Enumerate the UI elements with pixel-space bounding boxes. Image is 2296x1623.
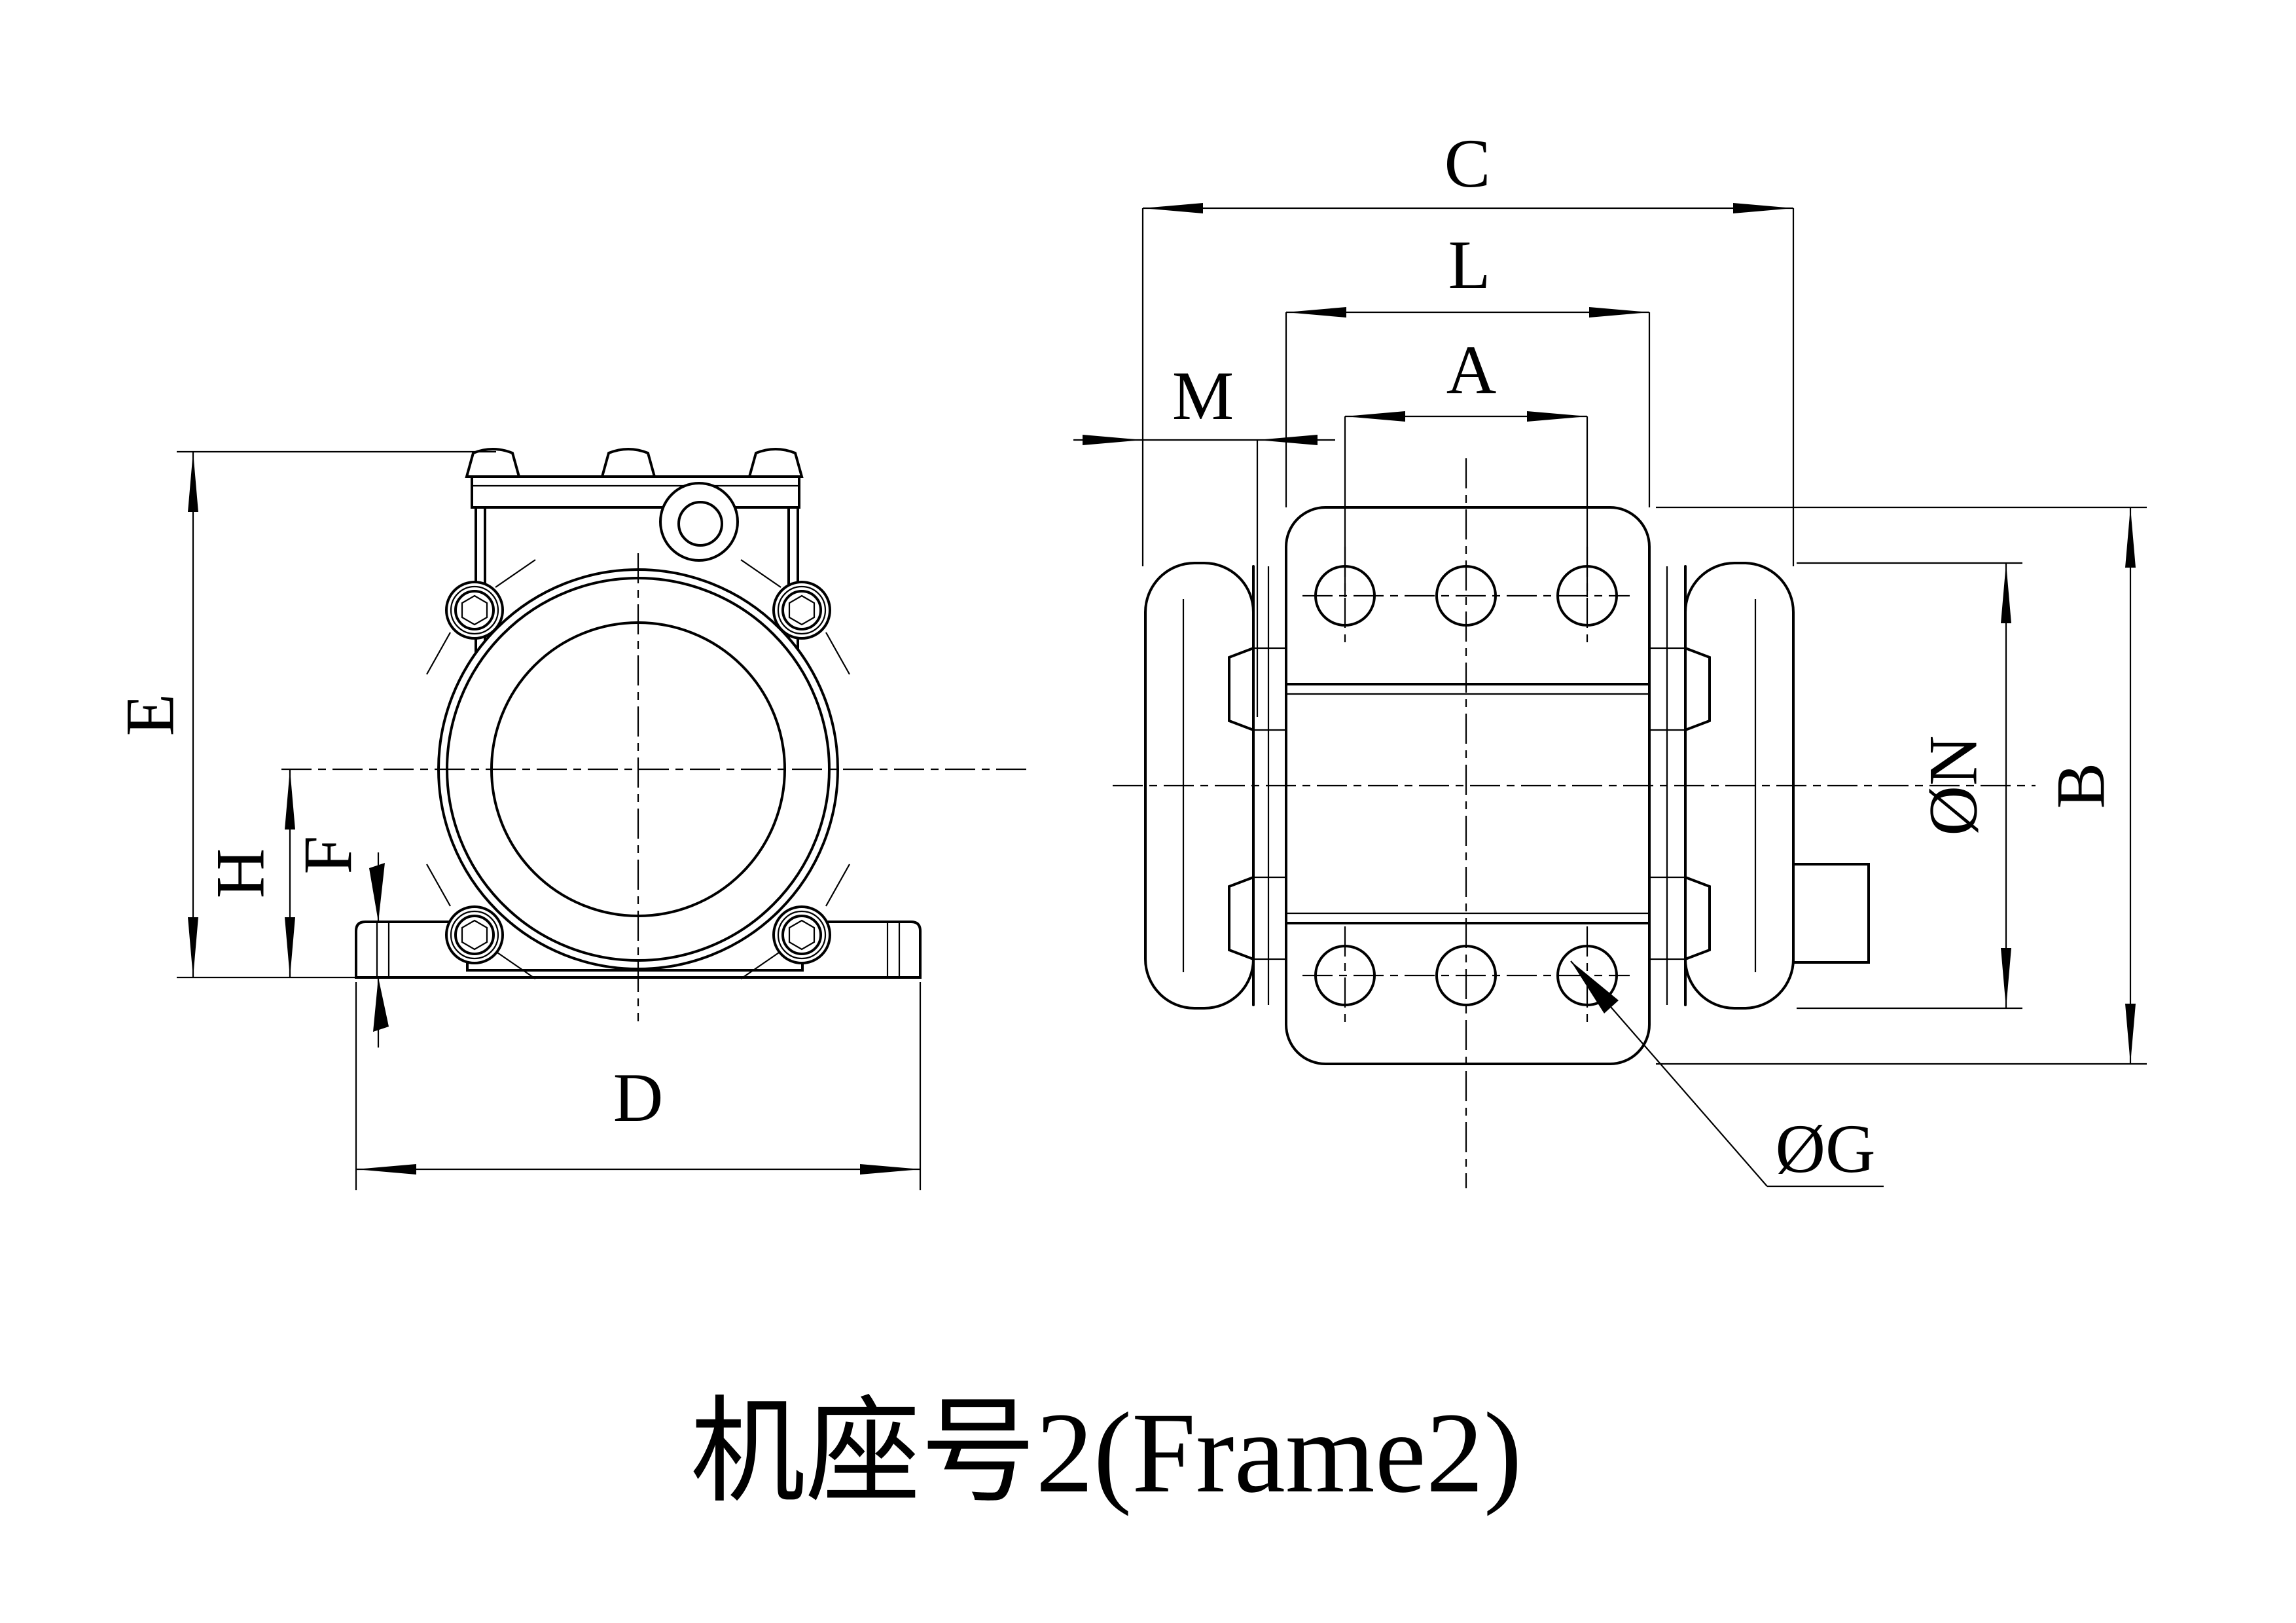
dim-label-l: L — [1448, 227, 1491, 303]
front-view: E H F D — [111, 448, 1028, 1190]
corner-bolt-boss-bottom-left — [445, 905, 504, 964]
dim-label-n: ØN — [1914, 735, 1991, 835]
through-bolt-heads — [1228, 646, 1711, 961]
dim-label-f: F — [289, 836, 366, 875]
dimension-B: B — [1656, 506, 2147, 1065]
top-bracket-plate — [471, 475, 800, 509]
dimension-H: H — [202, 769, 295, 977]
front-view-centerlines — [281, 553, 1028, 1021]
shaft-stub — [1792, 863, 1870, 964]
foot-slots — [376, 922, 901, 977]
cable-gland-boss — [659, 482, 739, 562]
dim-label-e: E — [111, 694, 188, 737]
body-edge-lines — [1285, 683, 1651, 924]
gusset-webs — [426, 559, 850, 979]
dimension-C: C — [1141, 125, 1795, 566]
corner-bolt-boss-top-right — [772, 581, 831, 640]
top-bolts — [465, 448, 804, 478]
dimension-A: A — [1344, 331, 1588, 597]
dim-label-g: ØG — [1775, 1110, 1875, 1187]
dimension-L: L — [1285, 227, 1651, 507]
dim-label-d: D — [613, 1059, 664, 1136]
dimension-D: D — [355, 982, 922, 1190]
dimension-E: E — [111, 450, 496, 979]
drawing-title: 机座号2(Frame2) — [691, 1389, 1522, 1517]
dim-label-h: H — [202, 848, 278, 899]
dimension-F: F — [289, 836, 389, 1048]
side-view-centerlines — [1113, 458, 2036, 1188]
dimension-G-leader: ØG — [1570, 960, 1884, 1188]
dim-label-a: A — [1446, 331, 1497, 408]
dimension-N: ØN — [1797, 562, 2022, 1010]
side-view: C L A M — [1073, 125, 2147, 1188]
dim-label-c: C — [1444, 125, 1491, 202]
dimension-M: M — [1073, 357, 1335, 717]
dim-label-m: M — [1172, 357, 1234, 434]
dim-label-b: B — [2042, 763, 2119, 809]
corner-bolt-boss-bottom-right — [772, 905, 831, 964]
corner-bolt-boss-top-left — [445, 581, 504, 640]
